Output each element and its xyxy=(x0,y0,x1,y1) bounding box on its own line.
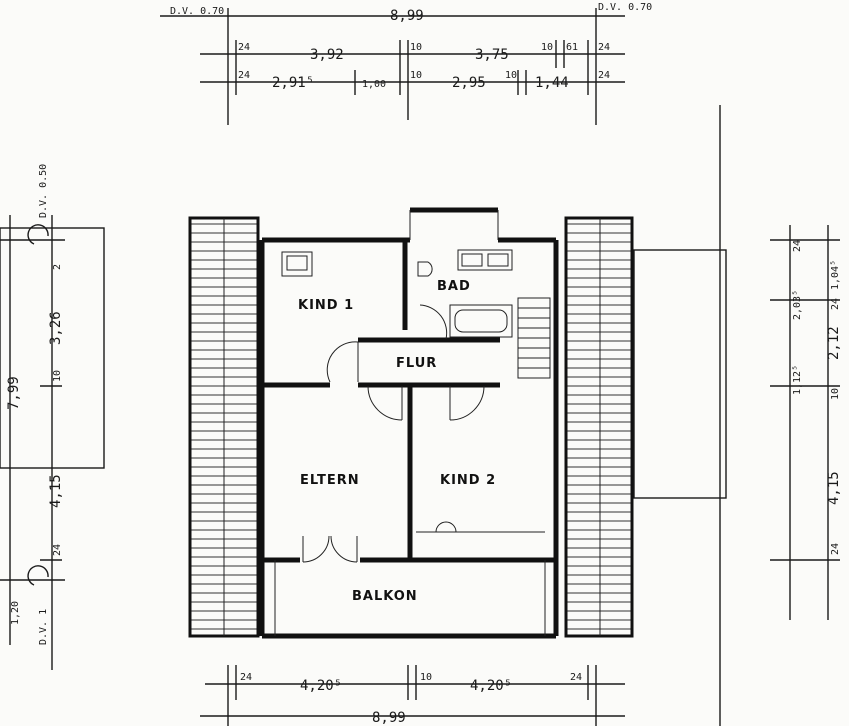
left-dim-6: 1,20 xyxy=(10,601,21,625)
right-dimensions: 24 1,04⁵ 2,03⁵ 24 2,12 1,12⁵ 10 4,15 24 xyxy=(633,105,842,726)
bottom-dim-4: 4,20⁵ xyxy=(470,678,512,694)
top-row2-dim-6: 10 xyxy=(505,70,517,81)
left-dimensions: 7,99 D.V. 0.50 2 3,26 10 4,15 24 1,20 D.… xyxy=(0,164,105,670)
left-dim-4: 4,15 xyxy=(48,474,64,508)
top-row1-dim-1: 24 xyxy=(238,42,250,53)
top-row1-dim-6: 61 xyxy=(566,42,578,53)
roof-left xyxy=(188,216,260,638)
top-row2-dim-4: 10 xyxy=(410,70,422,81)
left-dim-1: 2 xyxy=(52,264,63,270)
top-row2-dim-2: 2,91⁵ xyxy=(272,75,314,91)
top-row1-dim-2: 3,92 xyxy=(310,47,344,63)
left-overall-dimension: 7,99 xyxy=(6,376,22,410)
walls xyxy=(259,207,559,639)
right-dim-1: 24 xyxy=(792,240,803,252)
top-row2-dim-8: 24 xyxy=(598,70,610,81)
top-dimensions: D.V. 0.70 D.V. 0.70 8,99 24 3,92 10 3,75… xyxy=(160,2,652,125)
room-label-bad: BAD xyxy=(437,279,471,294)
top-row1-dim-5: 10 xyxy=(541,42,553,53)
right-dim-2: 1,04⁵ xyxy=(830,260,841,290)
right-dim-5: 2,12 xyxy=(826,326,842,360)
right-dim-6: 1,12⁵ xyxy=(792,365,803,395)
bottom-dim-2: 4,20⁵ xyxy=(300,678,342,694)
right-dim-3: 2,03⁵ xyxy=(792,290,803,320)
dv-left-top-label: D.V. 0.50 xyxy=(38,164,49,218)
bottom-dimensions: 24 4,20⁵ 10 4,20⁵ 24 8,99 xyxy=(200,665,625,726)
room-label-kind1: KIND 1 xyxy=(298,298,354,313)
right-dim-7: 10 xyxy=(830,388,841,400)
right-dim-4: 24 xyxy=(830,298,841,310)
right-dim-9: 24 xyxy=(830,543,841,555)
top-row2-dim-7: 1,44 xyxy=(535,75,569,91)
top-overall-dimension: 8,99 xyxy=(390,8,424,24)
top-row2-dim-3: 1,00 xyxy=(362,79,386,90)
bottom-dim-3: 10 xyxy=(420,672,432,683)
room-label-eltern: ELTERN xyxy=(300,473,360,488)
dv-left-bottom-label: D.V. 1 xyxy=(38,609,49,645)
room-label-balkon: BALKON xyxy=(352,589,418,604)
right-dim-8: 4,15 xyxy=(826,471,842,505)
left-dim-3: 10 xyxy=(52,370,63,382)
top-row2-dim-1: 24 xyxy=(238,70,250,81)
bottom-dim-1: 24 xyxy=(240,672,252,683)
top-row1-dim-4: 3,75 xyxy=(475,47,509,63)
bottom-overall-dimension: 8,99 xyxy=(372,710,406,726)
top-row1-dim-3: 10 xyxy=(410,42,422,53)
room-label-kind2: KIND 2 xyxy=(440,473,496,488)
left-dim-2: 3,26 xyxy=(48,311,64,345)
doors xyxy=(302,304,485,563)
left-dim-5: 24 xyxy=(52,544,63,556)
top-row2-dim-5: 2,95 xyxy=(452,75,486,91)
dv-top-right-label: D.V. 0.70 xyxy=(598,2,652,13)
fixtures xyxy=(281,249,551,533)
room-label-flur: FLUR xyxy=(396,356,437,371)
dv-top-left-label: D.V. 0.70 xyxy=(170,6,224,17)
bottom-dim-5: 24 xyxy=(570,672,582,683)
top-row1-dim-7: 24 xyxy=(598,42,610,53)
roof-right xyxy=(564,216,634,638)
